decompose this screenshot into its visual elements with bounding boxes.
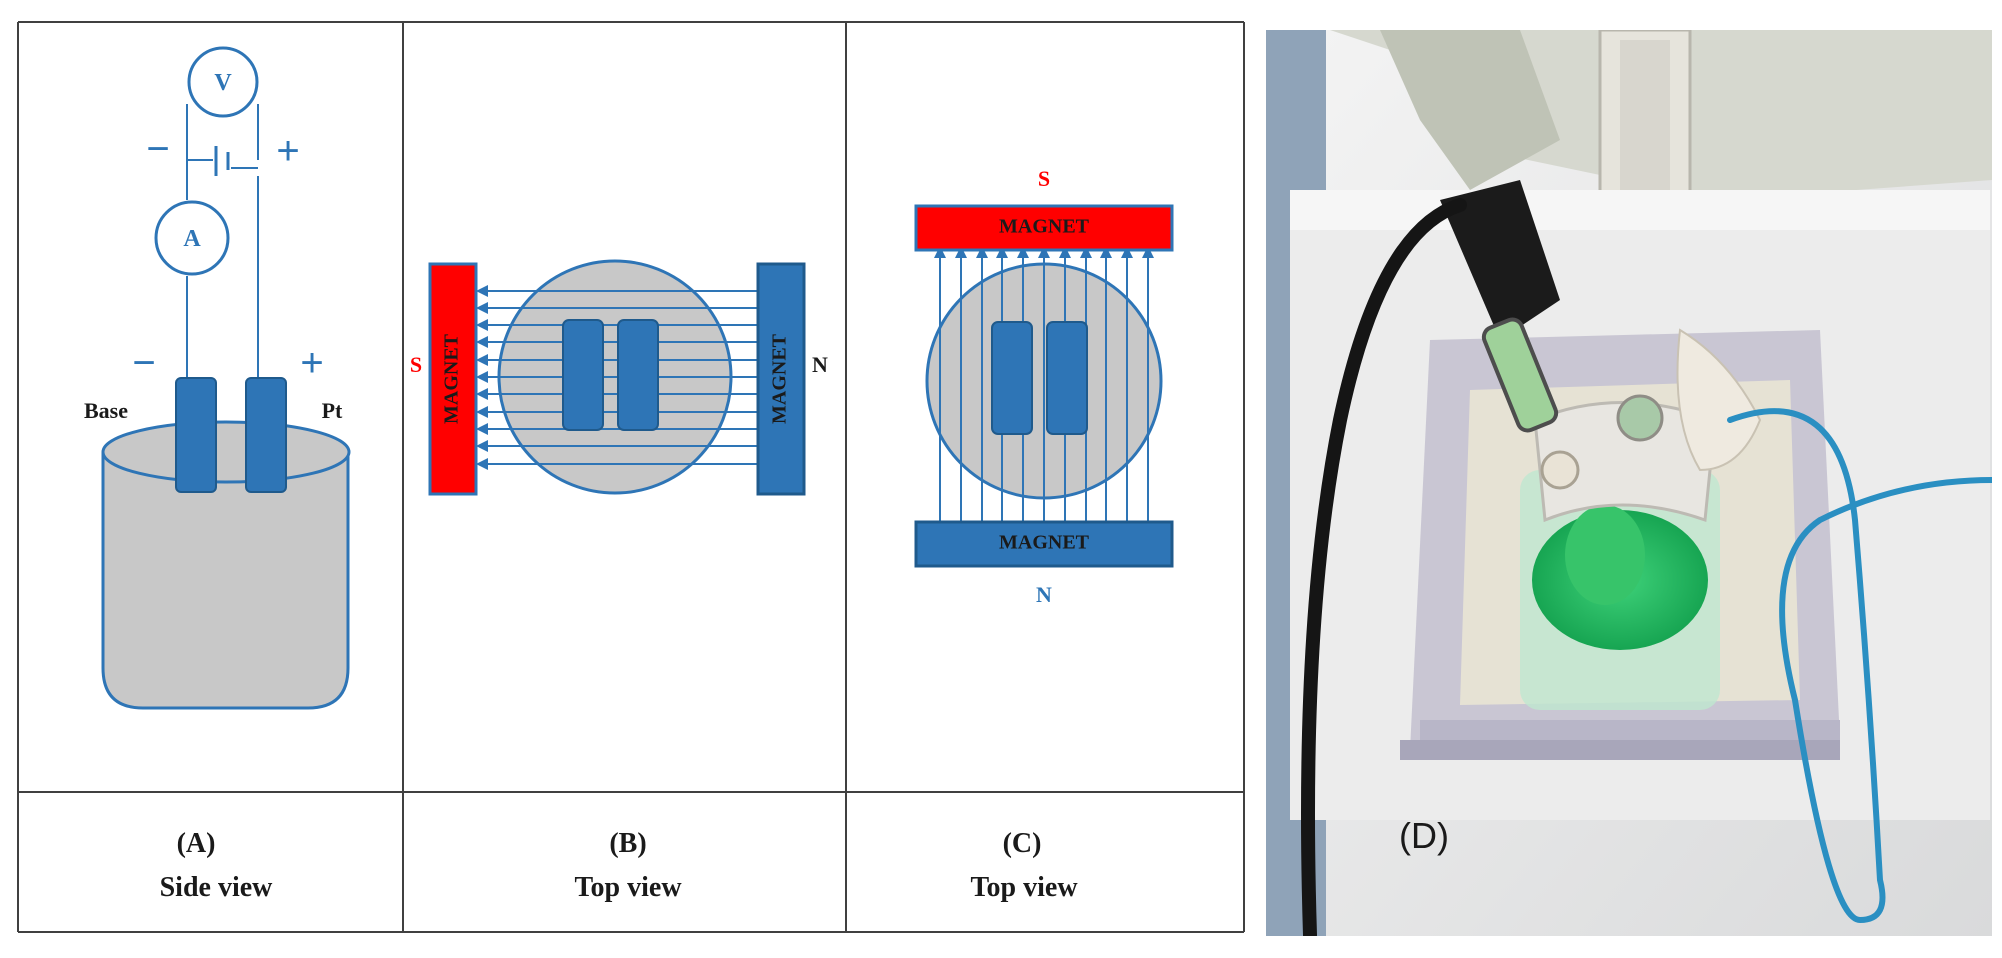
caption-c-text: Top view [970,872,1078,903]
panel-b-top-view: MAGNET MAGNET S N (B) Top view [410,259,828,903]
magnet-bottom-label: MAGNET [999,532,1090,554]
base-electrode [175,377,217,493]
magnet-right-n [756,262,806,496]
caption-a-text: Side view [160,872,274,903]
magnet-top-s [914,204,1174,252]
battery-plus-sign: + [276,129,299,173]
electrode-plus-sign: + [300,341,323,385]
pole-n-label-c: N [1036,582,1052,607]
ammeter-icon: A [154,200,230,276]
pole-s-label: S [410,352,422,377]
beaker-icon [101,420,351,710]
caption-b-letter: (B) [609,828,646,859]
caption-a-letter: (A) [177,828,216,859]
pt-electrode-label: Pt [322,398,343,423]
battery-symbol [214,146,230,176]
electrode-left-c [991,321,1033,435]
photo-label-d: (D) [1399,815,1449,856]
magnet-left-s [428,262,478,496]
panel-c-top-view: MAGNET MAGNET S N (C) Top view [914,166,1174,903]
magnet-left-label: MAGNET [441,333,463,424]
electrode-left [562,319,604,431]
magnet-top-label: MAGNET [999,216,1090,238]
electrode-right-c [1046,321,1088,435]
caption-b-text: Top view [574,872,682,903]
panel-d-photo: (D) [1266,30,1992,936]
ammeter-label: A [183,226,201,252]
circuit-wires [186,104,259,378]
magnet-bottom-n [914,520,1174,568]
electrode-right [617,319,659,431]
table-grid [17,21,1245,933]
pole-s-label-c: S [1038,166,1050,191]
voltmeter-icon: V [187,46,259,118]
magnet-right-label: MAGNET [769,333,791,424]
voltmeter-label: V [214,70,232,96]
pt-electrode [245,377,287,493]
pole-n-label: N [812,352,828,377]
caption-c-letter: (C) [1003,828,1042,859]
base-electrode-label: Base [84,398,128,423]
panel-a-side-view: − + V A − + Base Pt (A) Side view [84,46,351,903]
electrode-minus-sign: − [132,341,155,385]
battery-minus-sign: − [146,127,169,171]
